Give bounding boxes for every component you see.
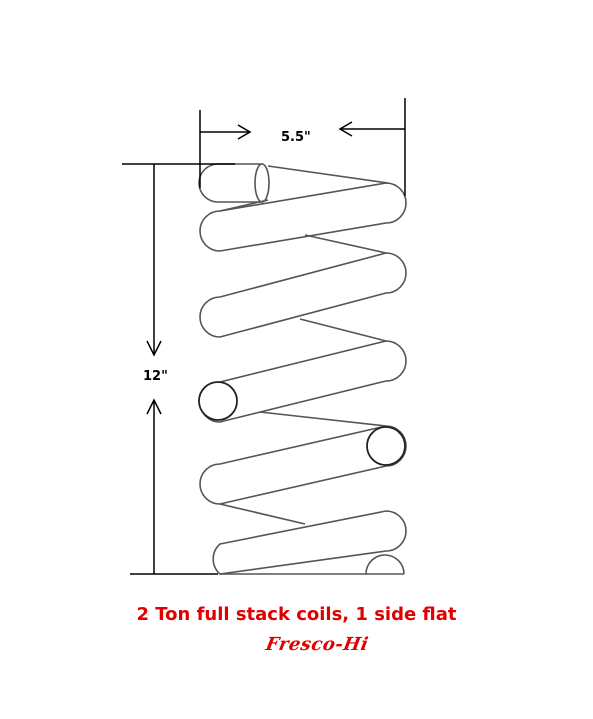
coil-bottom-end	[365, 554, 405, 575]
coil-section-right	[366, 426, 406, 466]
spring-coils	[198, 163, 407, 575]
caption: 2 Ton full stack coils, 1 side flat	[136, 604, 457, 625]
coil-top-end-face	[254, 163, 270, 203]
coil-top-back	[267, 165, 389, 184]
coil-4	[199, 425, 407, 505]
height-label: 12"	[143, 369, 168, 384]
coil-1	[199, 182, 407, 252]
signature-logo: Fresco-Hi	[264, 634, 371, 655]
coil-sections	[198, 381, 406, 466]
coil-5	[212, 510, 407, 575]
coil-top-end	[198, 163, 262, 203]
coil-2	[199, 252, 407, 338]
coil-section-left	[198, 381, 238, 421]
width-label: 5.5"	[281, 130, 311, 145]
dimension-lines	[122, 98, 406, 575]
